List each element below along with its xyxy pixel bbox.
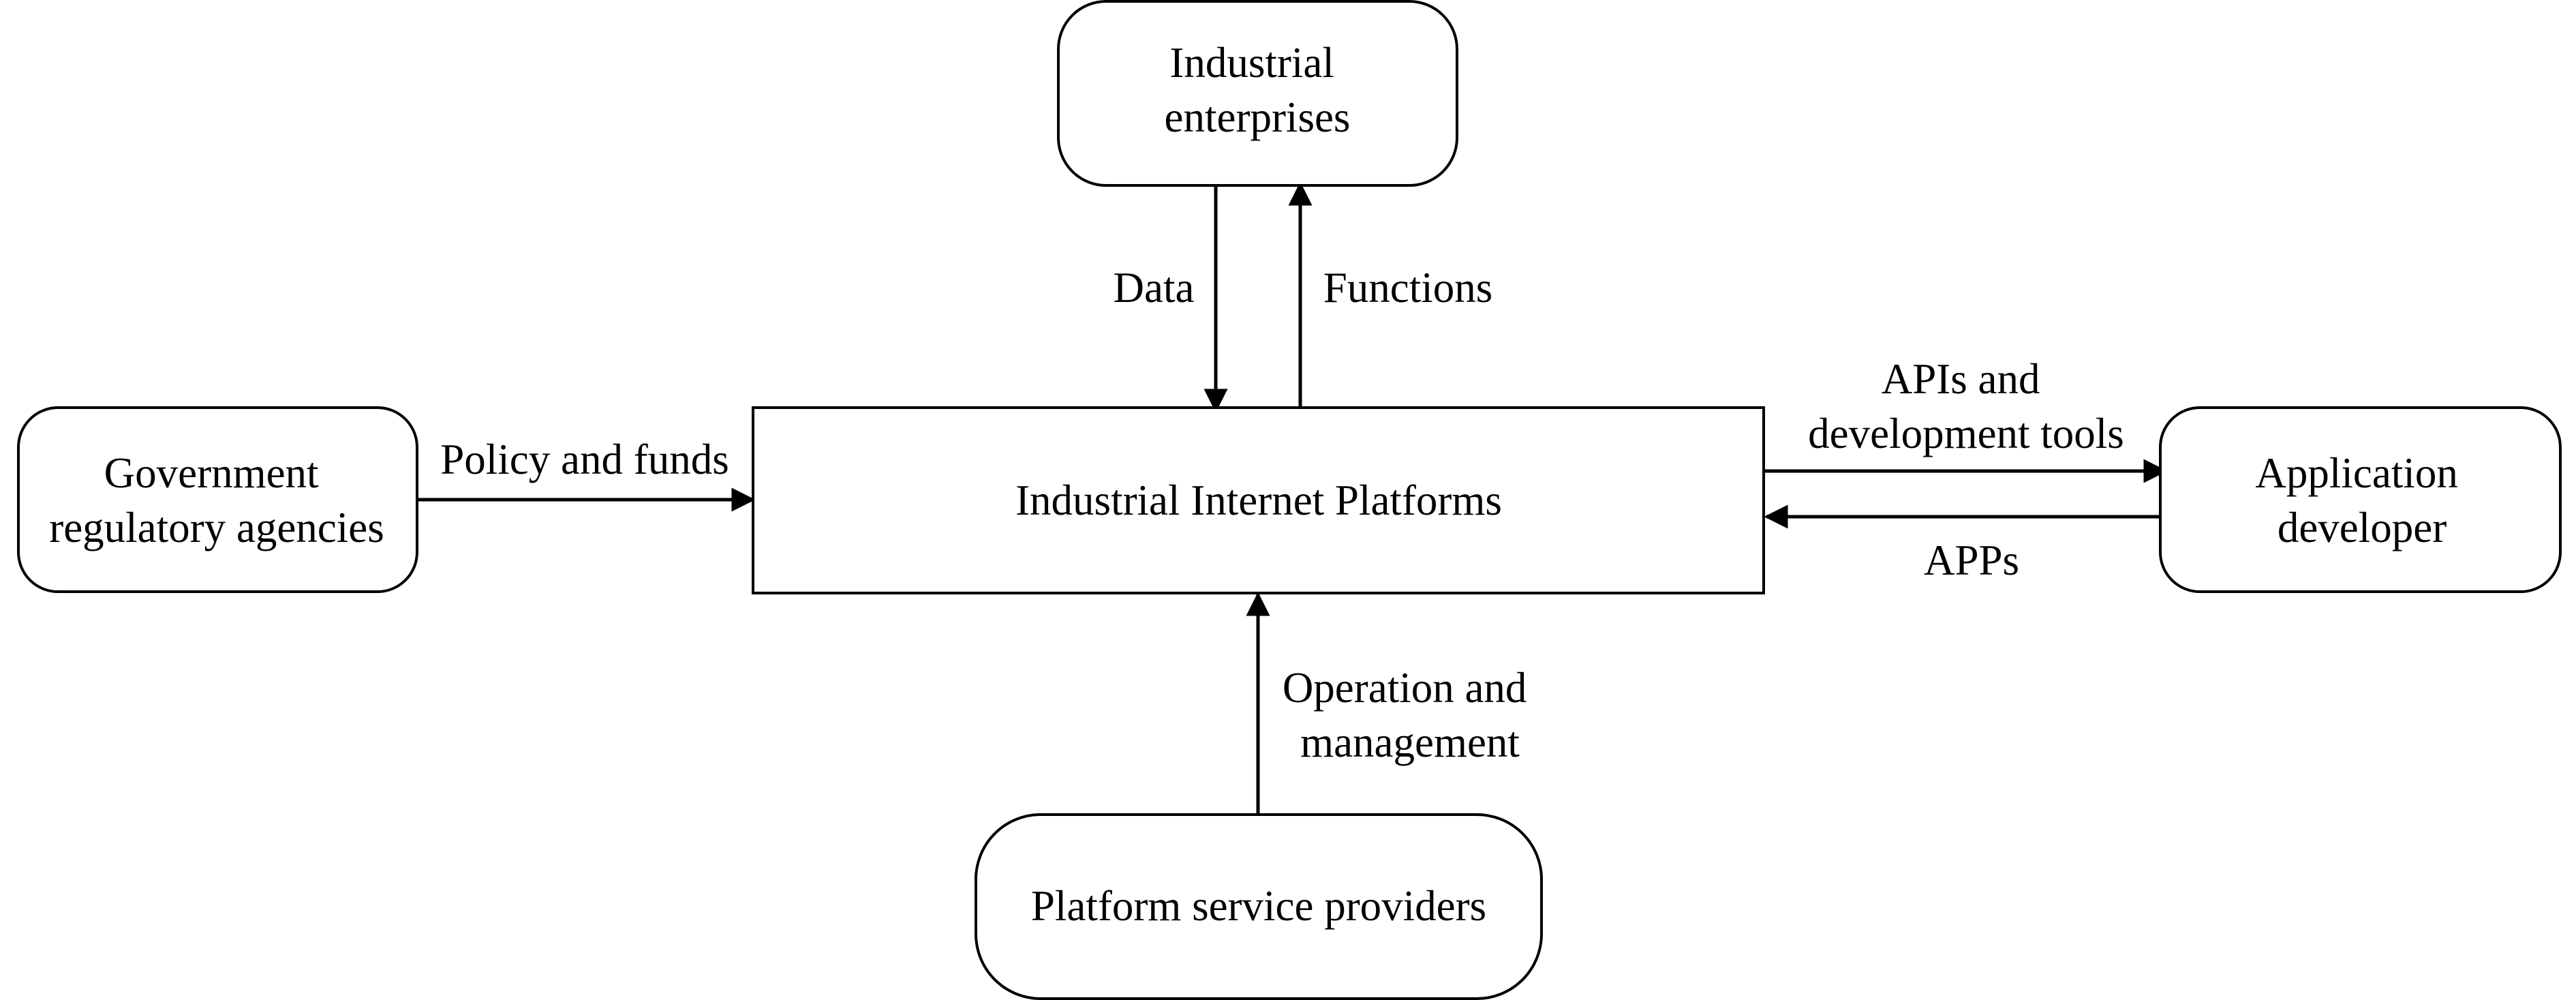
label-line: Policy and funds bbox=[440, 436, 729, 483]
label-policy-and-funds: Policy and funds bbox=[440, 436, 729, 483]
node-text-line: regulatory agencies bbox=[49, 504, 384, 551]
node-application-developer: Application developer bbox=[2159, 406, 2562, 593]
label-apis-and-development-tools: APIs and development tools bbox=[1808, 355, 2124, 457]
node-government-regulatory-agencies: Government regulatory agencies bbox=[17, 406, 418, 593]
node-text-line: Government bbox=[104, 449, 319, 497]
node-industrial-internet-platforms: Industrial Internet Platforms bbox=[752, 406, 1765, 594]
svg-text:Government regulatory ag: Government regulatory agencies bbox=[49, 449, 384, 551]
node-text-line: developer bbox=[2278, 504, 2447, 551]
label-line: Data bbox=[1114, 264, 1195, 312]
label-line: Operation and bbox=[1283, 664, 1527, 712]
svg-text:Industrial Internet Platforms: Industrial Internet Platforms bbox=[1015, 476, 1502, 524]
node-platform-service-providers: Platform service providers bbox=[975, 813, 1543, 1000]
svg-text:Application developer: Application developer bbox=[2255, 449, 2468, 551]
svg-text:Industrial enterprises: Industrial enterprises bbox=[1165, 39, 1351, 141]
svg-text:Platform service providers: Platform service providers bbox=[1031, 882, 1486, 930]
node-industrial-enterprises: Industrial enterprises bbox=[1057, 0, 1458, 187]
node-text-line: Industrial Internet Platforms bbox=[1015, 476, 1502, 524]
label-operation-and-management: Operation and management bbox=[1283, 664, 1537, 766]
label-data: Data bbox=[1114, 264, 1195, 312]
label-functions: Functions bbox=[1323, 264, 1493, 312]
label-line: APIs and bbox=[1882, 355, 2040, 403]
label-line: management bbox=[1300, 718, 1520, 766]
label-line: Functions bbox=[1323, 264, 1493, 312]
node-text-line: Platform service providers bbox=[1031, 882, 1486, 930]
label-line: development tools bbox=[1808, 410, 2124, 457]
label-apps: APPs bbox=[1924, 536, 2019, 584]
label-line: APPs bbox=[1924, 536, 2019, 584]
node-text-line: enterprises bbox=[1165, 93, 1351, 141]
node-text-line: Application bbox=[2255, 449, 2457, 497]
node-text-line: Industrial bbox=[1169, 39, 1334, 87]
